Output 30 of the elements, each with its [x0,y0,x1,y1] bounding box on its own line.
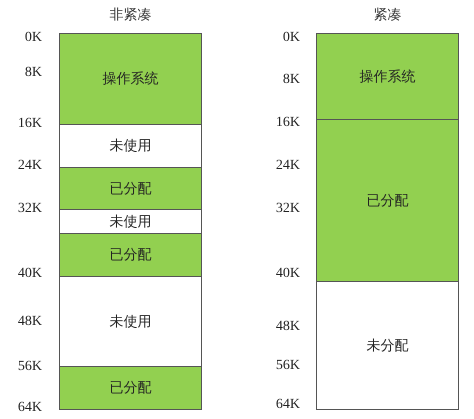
address-label: 16K [18,116,42,132]
memory-block: 已分配 [316,119,459,282]
address-label: 64K [18,400,42,416]
memory-block: 已分配 [59,167,202,210]
memory-block: 未使用 [59,276,202,367]
address-label: 32K [276,201,300,217]
address-label: 48K [18,314,42,330]
column-title: 非紧凑 [108,6,152,24]
address-label: 0K [282,30,300,46]
memory-block: 未使用 [59,124,202,168]
memory-block: 操作系统 [316,33,459,120]
memory-block: 未分配 [316,281,459,410]
memory-block: 已分配 [59,233,202,277]
address-label: 40K [276,266,300,282]
address-label: 8K [24,65,42,81]
address-label: 32K [18,201,42,217]
address-label: 0K [24,30,42,46]
memory-block: 已分配 [59,366,202,410]
address-label: 56K [18,359,42,375]
address-label: 64K [276,397,300,413]
address-label: 16K [276,115,300,131]
address-label: 24K [18,158,42,174]
memory-block: 未使用 [59,209,202,234]
column-title: 紧凑 [372,6,402,24]
memory-block: 操作系统 [59,33,202,125]
address-label: 40K [18,266,42,282]
address-label: 8K [282,72,300,88]
address-label: 24K [276,158,300,174]
address-label: 48K [276,319,300,335]
address-label: 56K [276,358,300,374]
